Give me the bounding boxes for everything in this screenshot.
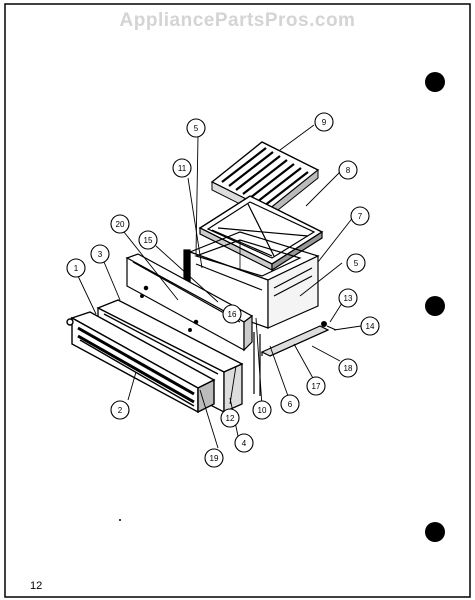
callout-circle-18: [338, 358, 358, 378]
callout-label-13: 13: [344, 294, 353, 303]
callout-label-20: 20: [116, 220, 125, 229]
part-drawer-body: [183, 231, 320, 329]
callout-circle-2: [110, 400, 130, 420]
part-broiler-grid: [210, 141, 320, 220]
callout-label-18: 18: [344, 364, 353, 373]
part-inner-panel: [125, 253, 254, 352]
callout-circles: [66, 112, 380, 468]
callout-circle-13: [338, 288, 358, 308]
callout-circle-15: [138, 230, 158, 250]
part-broiler-pan: [198, 195, 324, 272]
callout-circle-10: [252, 400, 272, 420]
page-border: [4, 3, 471, 598]
callout-label-11: 11: [178, 164, 187, 173]
callout-label-5b: 5: [354, 259, 359, 268]
callout-circle-5b: [346, 253, 366, 273]
callout-circle-4: [234, 433, 254, 453]
binder-hole-bottom: [425, 522, 445, 542]
callout-label-16: 16: [228, 310, 237, 319]
callout-label-2: 2: [118, 406, 123, 415]
callout-labels: 1 2 3 4 5 5 6 7 8 9 10 11 12 13 14 15 16…: [74, 118, 375, 463]
callout-circle-1: [66, 258, 86, 278]
speck: [119, 519, 121, 521]
binder-hole-middle: [425, 296, 445, 316]
leader-lines: [77, 124, 362, 449]
page-number: 12: [30, 580, 43, 592]
callout-circle-14: [360, 316, 380, 336]
callout-circle-16: [222, 304, 242, 324]
binder-hole-top: [425, 72, 445, 92]
callout-label-14: 14: [366, 322, 375, 331]
callout-circle-17: [306, 376, 326, 396]
callout-circle-3: [90, 244, 110, 264]
callout-label-10: 10: [258, 406, 267, 415]
part-screw: [321, 321, 337, 331]
callout-label-12: 12: [226, 414, 235, 423]
callout-circle-5a: [186, 118, 206, 138]
callout-label-17: 17: [312, 382, 321, 391]
callout-circle-7: [350, 206, 370, 226]
callout-label-19: 19: [210, 454, 219, 463]
watermark: AppliancePartsPros.com: [119, 10, 356, 31]
callout-label-3: 3: [98, 250, 103, 259]
callout-circle-11: [172, 158, 192, 178]
callout-label-5a: 5: [194, 124, 199, 133]
callout-circle-20: [110, 214, 130, 234]
part-glide-rail: [253, 325, 330, 396]
callout-label-1: 1: [74, 264, 79, 273]
callout-circle-8: [338, 160, 358, 180]
callout-circle-19: [204, 448, 224, 468]
callout-circle-9: [314, 112, 334, 132]
callout-label-7: 7: [358, 212, 363, 221]
callout-label-8: 8: [346, 166, 351, 175]
part-drawer-front: [66, 311, 216, 414]
callout-label-4: 4: [242, 439, 247, 448]
callout-circle-6: [280, 394, 300, 414]
callout-circle-12: [220, 408, 240, 428]
callout-label-9: 9: [322, 118, 327, 127]
callout-label-6: 6: [288, 400, 293, 409]
callout-label-15: 15: [144, 236, 153, 245]
